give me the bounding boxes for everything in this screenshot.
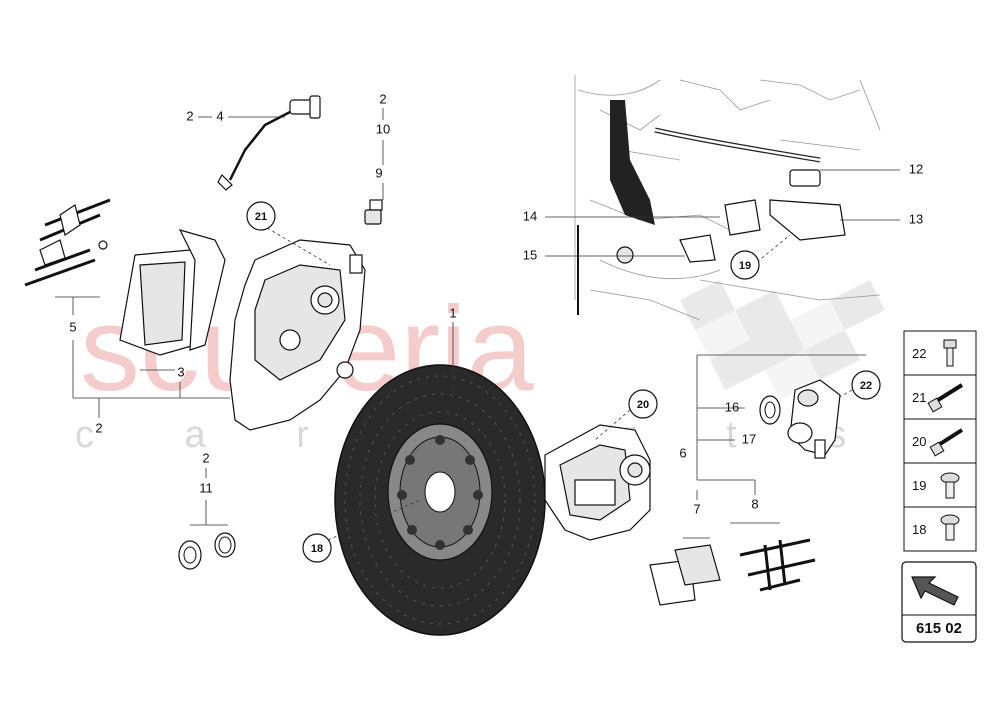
legend-label-21: 21: [912, 390, 926, 405]
bolt-19-icon: [940, 472, 960, 499]
svg-text:19: 19: [739, 260, 751, 272]
legend-label-19: 19: [912, 478, 926, 493]
navigation-box[interactable]: 615 02: [901, 561, 977, 643]
seals-part-11: [178, 532, 236, 570]
pad-pins-part-5: [24, 198, 111, 287]
brake-disc-part-1: [334, 364, 546, 636]
callout-2-mid: 2: [379, 91, 386, 106]
bolt-20-icon: [929, 428, 964, 457]
callout-3: 3: [177, 364, 184, 379]
leader-lines: [55, 108, 900, 541]
arrow-up-left-icon: [911, 576, 959, 606]
callout-15: 15: [523, 247, 537, 262]
svg-text:20: 20: [637, 399, 649, 411]
callout-10: 10: [376, 121, 390, 136]
circle-ref-22: 22: [851, 370, 881, 400]
bolt-22-icon: [943, 339, 957, 367]
svg-text:22: 22: [860, 380, 872, 392]
callout-12: 12: [909, 161, 923, 176]
bleeder-screw-part-9: [364, 199, 383, 225]
bracket-part-17: [759, 379, 841, 459]
callout-2-top: 2: [186, 108, 193, 123]
callout-5: 5: [69, 319, 76, 334]
rear-pins-part-8: [739, 538, 816, 592]
caliper-rear-part-6: [544, 424, 651, 541]
callout-4: 4: [216, 108, 223, 123]
chassis-background: [574, 75, 881, 321]
legend-label-22: 22: [912, 346, 926, 361]
callout-11: 11: [199, 480, 213, 495]
legend-label-18: 18: [912, 522, 926, 537]
bolt-21-icon: [927, 383, 964, 413]
caliper-front: [229, 239, 366, 431]
callout-2-low: 2: [202, 450, 209, 465]
circle-ref-20: 20: [628, 389, 658, 419]
wear-sensor-part-4: [217, 95, 321, 191]
callout-1: 1: [449, 305, 456, 320]
callout-13: 13: [909, 211, 923, 226]
brake-pads-part-3: [119, 229, 226, 356]
callout-14: 14: [523, 208, 537, 223]
callout-2-left: 2: [95, 420, 102, 435]
page-code: 615 02: [916, 620, 962, 637]
callout-9: 9: [375, 165, 382, 180]
circle-ref-21: 21: [246, 201, 276, 231]
svg-text:18: 18: [311, 543, 323, 555]
callout-16: 16: [725, 399, 739, 414]
bolt-18-icon: [940, 514, 960, 541]
svg-text:21: 21: [255, 211, 267, 223]
callout-7: 7: [693, 501, 700, 516]
legend-label-20: 20: [912, 434, 926, 449]
callout-8: 8: [751, 496, 758, 511]
callout-6: 6: [679, 445, 686, 460]
fastener-legend: 22 21 20 19 18: [903, 330, 977, 552]
circle-ref-18: 18: [302, 533, 332, 563]
circle-ref-19: 19: [730, 250, 760, 280]
rear-pads-part-7: [649, 544, 721, 606]
callout-17: 17: [742, 431, 756, 446]
